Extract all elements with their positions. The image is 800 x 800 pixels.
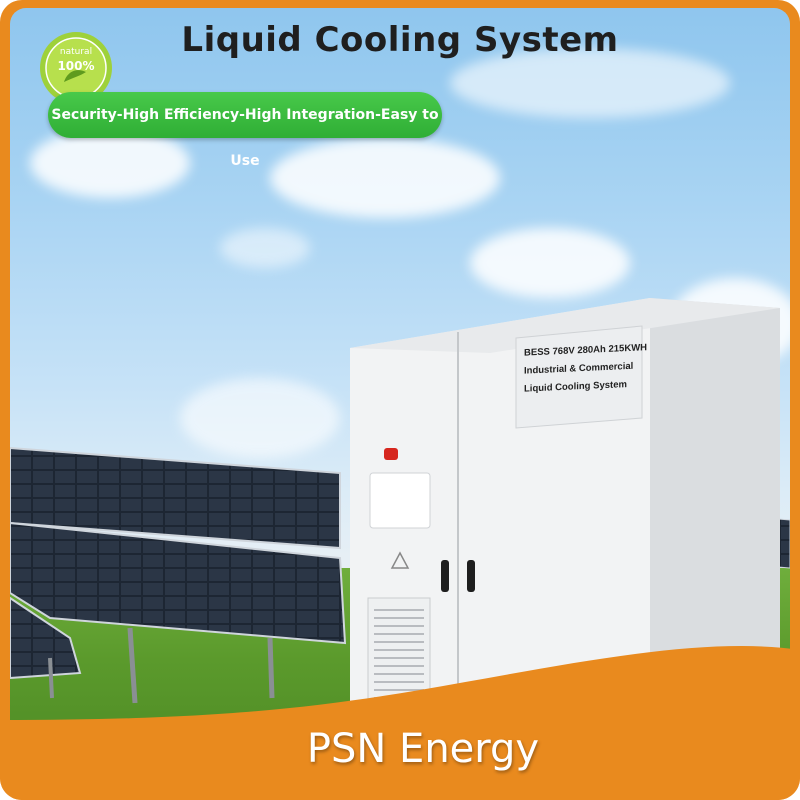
cabinet-label: BESS 768V 280Ah 215KWH Industrial & Comm… [518, 335, 648, 427]
cabinet-label-line3: Liquid Cooling System [524, 379, 627, 395]
tagline-pill: Security-High Efficiency-High Integratio… [48, 92, 442, 169]
cloud [220, 228, 310, 268]
cloud [450, 48, 730, 118]
battery-cabinet-illustration [350, 298, 780, 728]
cloud [270, 138, 500, 218]
cloud [180, 378, 340, 458]
footer-banner [0, 646, 800, 800]
product-photo: BESS 768V 280Ah 215KWH Industrial & Comm… [10, 8, 790, 792]
brand-name: PSN Energy [306, 726, 540, 772]
page-title: Liquid Cooling System [181, 20, 619, 60]
natural-100-seal-icon: natural 100% [40, 32, 112, 104]
seal-text-top: natural [60, 47, 92, 57]
cloud [470, 228, 630, 298]
cloud [30, 128, 190, 198]
cabinet-label-line1: BESS 768V 280Ah 215KWH [524, 342, 648, 359]
seal-text-center: 100% [57, 59, 94, 73]
cabinet-label-line2: Industrial & Commercial [524, 360, 634, 377]
